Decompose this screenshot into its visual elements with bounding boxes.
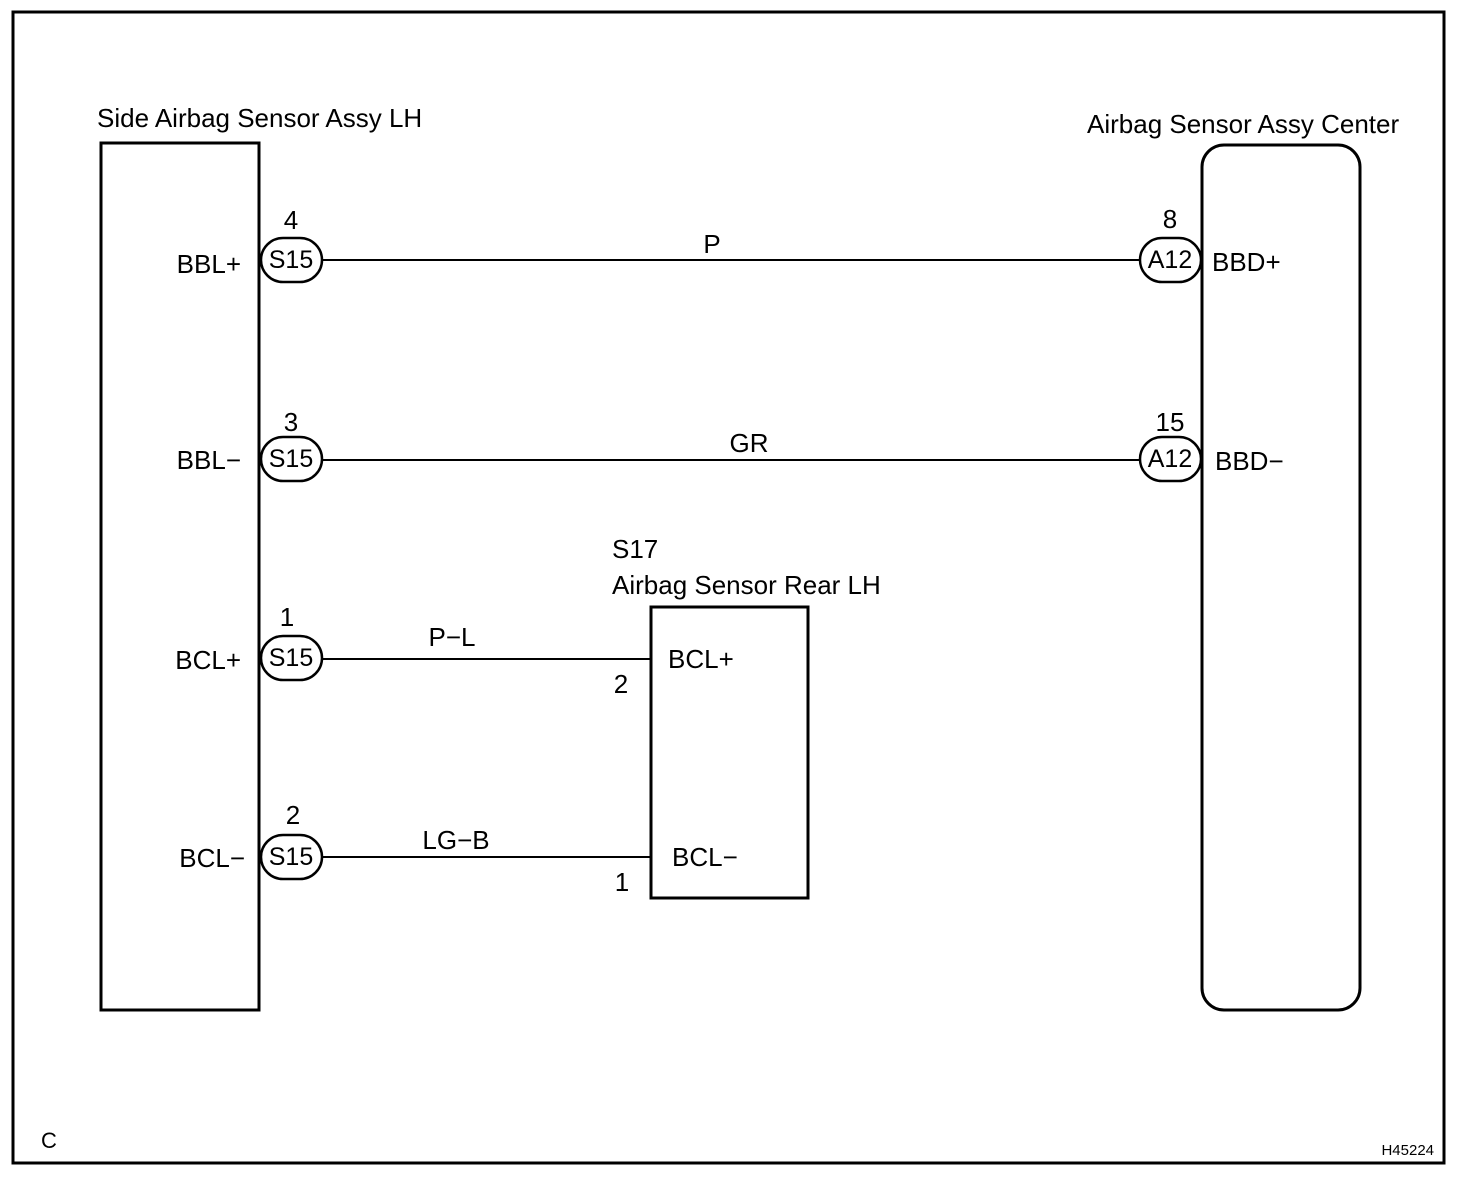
side-sensor-title: Side Airbag Sensor Assy LH (97, 103, 422, 133)
right-connector-bubble (1138, 435, 1203, 483)
circuit-bcl-minus: BCL− 2 S15 LG−B 1 BCL− (179, 800, 738, 897)
figure-id: H45224 (1381, 1142, 1434, 1159)
center-sensor-box (1200, 143, 1362, 1012)
right-terminal-label: BCL+ (668, 644, 734, 674)
pin-number: 1 (280, 602, 294, 632)
connector-code: S15 (269, 644, 313, 672)
center-sensor-title: Airbag Sensor Assy Center (1087, 109, 1399, 139)
connector-code: S15 (269, 843, 313, 871)
right-pin-number: 1 (615, 867, 629, 897)
right-terminal-label: BBD+ (1212, 247, 1281, 277)
right-connector-code: A12 (1148, 246, 1192, 274)
right-terminal-label: BBD− (1215, 446, 1284, 476)
circuit-bbl-plus: BBL+ 4 S15 P 8 A12 BBD+ (177, 204, 1281, 284)
connector-code: S15 (269, 445, 313, 473)
left-terminal-label: BCL− (179, 843, 245, 873)
circuit-bcl-plus: BCL+ 1 S15 P−L 2 BCL+ (175, 602, 734, 699)
right-connector-bubble (1138, 236, 1203, 284)
connector-code: S15 (269, 246, 313, 274)
diagram-frame (11, 10, 1446, 1165)
pin-number: 4 (284, 205, 298, 235)
right-pin-number: 8 (1163, 204, 1177, 234)
wire-color-label: P−L (429, 622, 476, 652)
right-terminal-label: BCL− (672, 842, 738, 872)
side-sensor-box (99, 141, 261, 1012)
circuit-bbl-minus: BBL− 3 S15 GR 15 A12 BBD− (177, 407, 1284, 483)
pin-number: 3 (284, 407, 298, 437)
corner-label: C (41, 1128, 57, 1153)
left-terminal-label: BBL− (177, 445, 241, 475)
pin-number: 2 (286, 800, 300, 830)
left-terminal-label: BBL+ (177, 249, 241, 279)
left-terminal-label: BCL+ (175, 645, 241, 675)
wire-color-label: LG−B (422, 825, 489, 855)
rear-sensor-code: S17 (612, 534, 658, 564)
rear-sensor-title: Airbag Sensor Rear LH (612, 570, 881, 600)
rear-sensor-box (649, 605, 810, 900)
right-pin-number: 15 (1156, 407, 1185, 437)
wire-color-label: P (703, 229, 720, 259)
right-pin-number: 2 (614, 669, 628, 699)
right-connector-code: A12 (1148, 445, 1192, 473)
wire-color-label: GR (730, 428, 769, 458)
